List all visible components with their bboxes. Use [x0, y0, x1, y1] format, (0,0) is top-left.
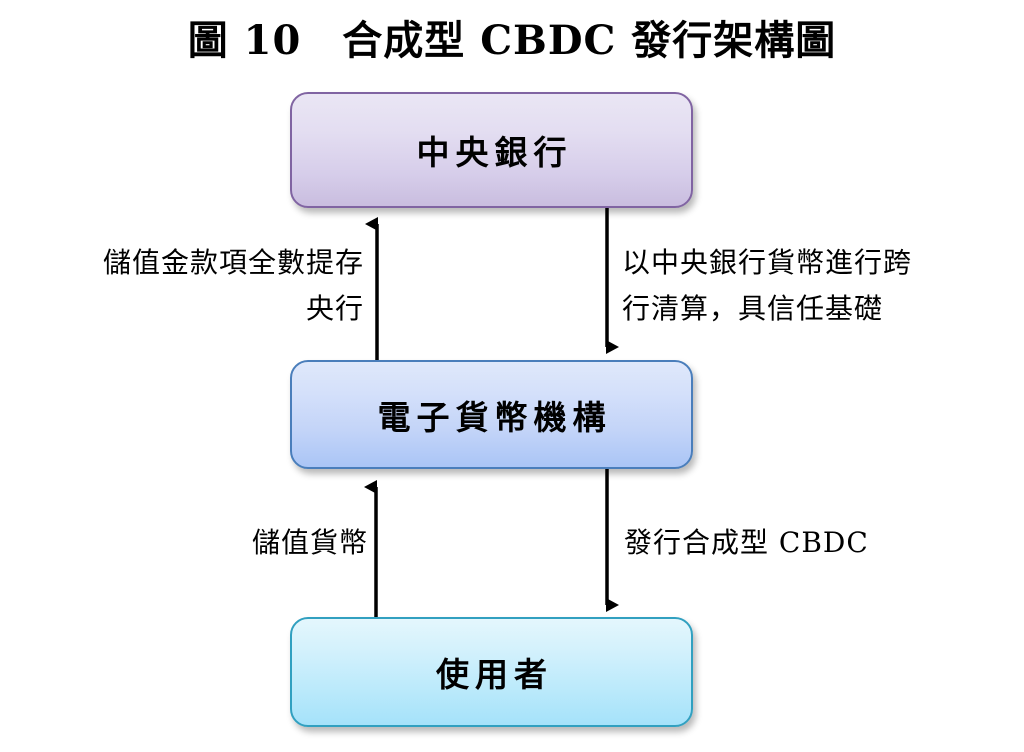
node-central-bank[interactable]: 中央銀行 [290, 92, 693, 208]
page-title: 圖 10 合成型 CBDC 發行架構圖 [187, 17, 837, 64]
edge-label-deposit-to-central-bank: 儲值金款項全數提存 央行 [102, 246, 364, 325]
edge-label-issue-synthetic-cbdc: 發行合成型 CBDC [624, 526, 869, 559]
node-user[interactable]: 使用者 [290, 617, 693, 727]
node-electronic-money-institution[interactable]: 電子貨幣機構 [290, 360, 693, 469]
node-user-label: 使用者 [436, 655, 553, 694]
node-central-bank-label: 中央銀行 [416, 133, 573, 172]
node-electronic-money-institution-label: 電子貨幣機構 [377, 397, 612, 437]
edge-label-stored-value-currency: 儲值貨幣 [251, 526, 368, 559]
edge-label-interbank-settlement: 以中央銀行貨幣進行跨 行清算，具信任基礎 [622, 246, 913, 325]
